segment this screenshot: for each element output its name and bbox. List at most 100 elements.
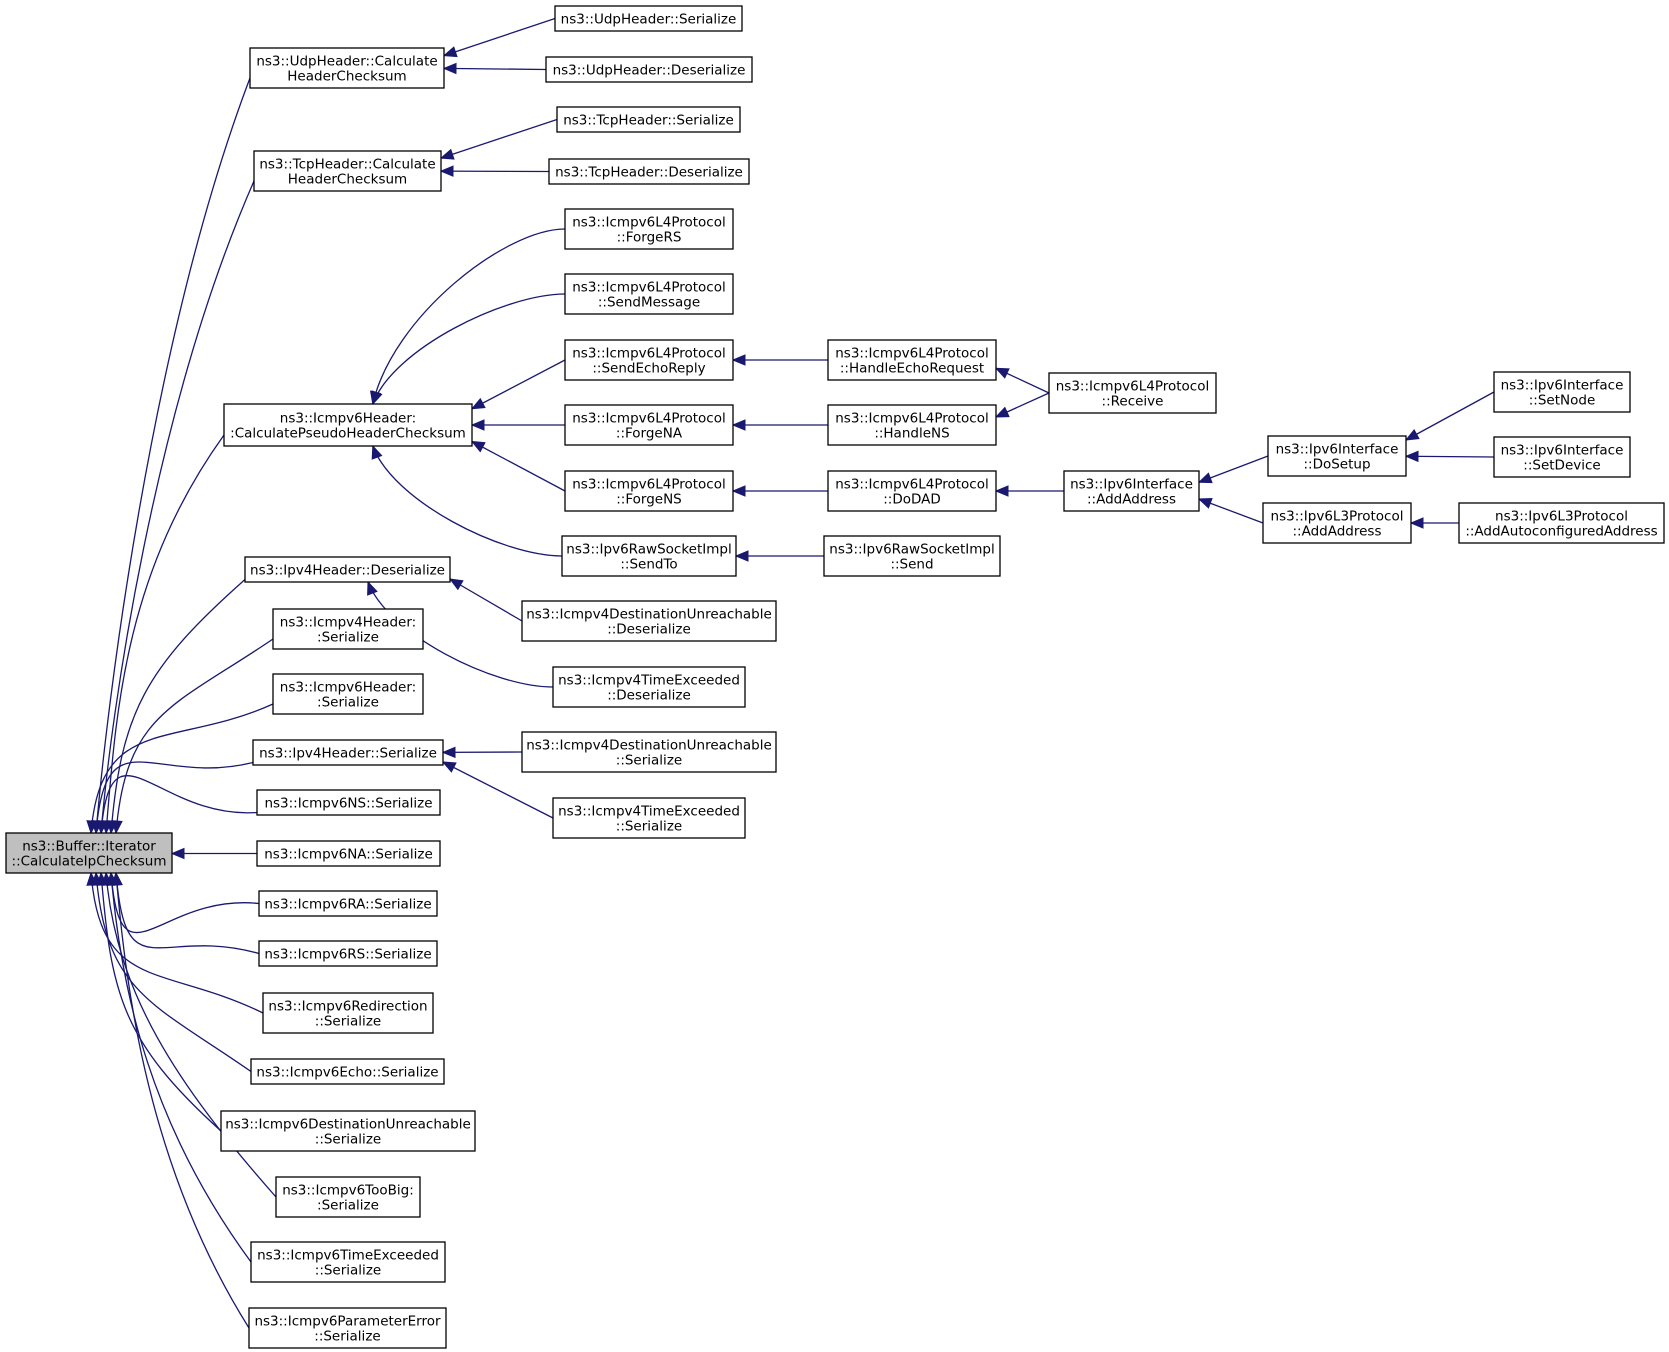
graph-node[interactable]: ns3::Icmpv4TimeExceeded::Serialize	[552, 797, 746, 839]
node-label: ::Send	[890, 557, 933, 573]
edge-line	[110, 872, 260, 934]
graph-edge	[1409, 517, 1459, 529]
graph-edge	[96, 180, 255, 835]
graph-node[interactable]: ns3::Icmpv4DestinationUnreachable::Seria…	[521, 731, 777, 773]
edge-line	[443, 67, 547, 71]
graph-node[interactable]: ns3::Ipv6Interface::SetNode	[1493, 371, 1631, 413]
edge-line	[440, 118, 558, 159]
graph-node[interactable]: ns3::Icmpv6Header::Serialize	[272, 673, 424, 715]
node-box	[256, 789, 441, 816]
edge-arrowhead	[439, 148, 455, 160]
node-box	[564, 404, 734, 446]
node-box	[262, 992, 434, 1034]
node-label: ns3::Icmpv6RA::Serialize	[264, 897, 431, 913]
graph-node[interactable]: ns3::Icmpv6L4Protocol::HandleNS	[827, 404, 997, 446]
node-box	[1267, 435, 1407, 477]
edge-line	[1405, 391, 1495, 441]
edge-line	[105, 434, 225, 834]
node-box	[823, 535, 1001, 577]
graph-node[interactable]: ns3::Icmpv6TooBig::Serialize	[275, 1176, 421, 1218]
graph-node[interactable]: ns3::Icmpv6Redirection::Serialize	[262, 992, 434, 1034]
node-label: ns3::Icmpv4TimeExceeded	[558, 673, 740, 689]
node-label: ns3::Icmpv6L4Protocol	[572, 411, 726, 427]
edge-line	[372, 293, 566, 405]
node-box	[1048, 372, 1217, 414]
graph-node[interactable]: ns3::Ipv6L3Protocol::AddAddress	[1262, 502, 1412, 544]
root-node-box	[5, 832, 173, 874]
graph-node[interactable]: ns3::Ipv6Interface::SetDevice	[1493, 436, 1631, 478]
edge-arrowhead	[1404, 428, 1420, 441]
graph-node[interactable]: ns3::Icmpv6L4Protocol::ForgeRS	[564, 208, 734, 250]
edge-line	[100, 872, 222, 1132]
graph-node[interactable]: ns3::Icmpv6L4Protocol::ForgeNA	[564, 404, 734, 446]
graph-node[interactable]: ns3::Ipv6Interface::AddAddress	[1063, 470, 1200, 512]
graph-node[interactable]: ns3::Icmpv6L4Protocol::DoDAD	[827, 470, 997, 512]
graph-node[interactable]: ns3::Icmpv6L4Protocol::SendMessage	[564, 273, 734, 315]
graph-node[interactable]: ns3::Icmpv6TimeExceeded::Serialize	[250, 1241, 446, 1283]
node-label: ns3::Icmpv6Redirection	[268, 999, 427, 1015]
edge-arrowhead	[367, 580, 378, 596]
graph-node[interactable]: ns3::TcpHeader::Serialize	[556, 106, 741, 133]
edge-line	[471, 359, 566, 410]
node-label: ns3::Ipv6RawSocketImpl	[829, 542, 994, 558]
graph-node[interactable]: ns3::UdpHeader::Deserialize	[545, 56, 753, 83]
graph-node[interactable]: ns3::Icmpv6NA::Serialize	[256, 840, 441, 867]
node-label: ::AddAutoconfiguredAddress	[1465, 524, 1657, 540]
graph-node[interactable]: ns3::Ipv6RawSocketImpl::Send	[823, 535, 1001, 577]
graph-node[interactable]: ns3::Icmpv4TimeExceeded::Deserialize	[552, 666, 746, 708]
graph-node[interactable]: ns3::Ipv4Header::Deserialize	[244, 556, 451, 583]
graph-node[interactable]: ns3::Icmpv6L4Protocol::HandleEchoRequest	[827, 339, 997, 381]
graph-node[interactable]: ns3::Icmpv6Echo::Serialize	[250, 1058, 445, 1085]
graph-edge	[439, 165, 550, 177]
node-label: ns3::Icmpv6L4Protocol	[572, 215, 726, 231]
edge-line	[95, 761, 254, 834]
node-label: ns3::Ipv6Interface	[1276, 442, 1399, 458]
edge-line	[372, 228, 566, 405]
node-label: ns3::Icmpv6L4Protocol	[835, 411, 989, 427]
graph-node[interactable]: ns3::Icmpv6DestinationUnreachable::Seria…	[220, 1110, 476, 1152]
node-box	[253, 150, 442, 192]
graph-node[interactable]: ns3::Icmpv6Header::CalculatePseudoHeader…	[223, 403, 473, 447]
graph-node[interactable]: ns3::Ipv6Interface::DoSetup	[1267, 435, 1407, 477]
node-box	[548, 158, 750, 185]
graph-node[interactable]: ns3::Ipv4Header::Serialize	[252, 739, 444, 766]
node-label: ::Serialize	[315, 1263, 381, 1279]
graph-node[interactable]: ns3::Icmpv6L4Protocol::SendEchoReply	[564, 339, 734, 381]
edge-arrowhead	[470, 440, 486, 453]
graph-edge	[442, 17, 556, 58]
graph-node[interactable]: ns3::Icmpv6ParameterError::Serialize	[248, 1307, 447, 1349]
edge-line	[110, 579, 246, 834]
node-label: :Serialize	[317, 1198, 379, 1214]
graph-node[interactable]: ns3::Ipv6RawSocketImpl::SendTo	[561, 535, 737, 577]
graph-node[interactable]: ns3::TcpHeader::Deserialize	[548, 158, 750, 185]
edge-arrowhead	[371, 390, 383, 406]
graph-node[interactable]: ns3::UdpHeader::Serialize	[554, 5, 743, 32]
node-label: ns3::UdpHeader::Serialize	[561, 12, 737, 28]
edge-arrowhead	[1197, 498, 1213, 509]
graph-node[interactable]: ns3::Icmpv6RA::Serialize	[258, 890, 438, 917]
graph-edge	[369, 228, 566, 406]
graph-node[interactable]: ns3::Icmpv6L4Protocol::Receive	[1048, 372, 1217, 414]
node-label: ns3::Icmpv6DestinationUnreachable	[225, 1117, 471, 1133]
graph-node[interactable]: ns3::Icmpv4Header::Serialize	[272, 608, 424, 650]
edge-arrowhead	[470, 419, 485, 431]
node-box	[272, 608, 424, 650]
edge-arrowhead	[994, 367, 1010, 379]
node-box	[223, 403, 473, 447]
node-label: ns3::Icmpv6L4Protocol	[1056, 379, 1210, 395]
node-label: ::ForgeNA	[616, 426, 683, 442]
graph-node[interactable]: ns3::Icmpv6L4Protocol::ForgeNS	[564, 470, 734, 512]
graph-node[interactable]: ns3::Icmpv6RS::Serialize	[258, 940, 438, 967]
graph-edge	[111, 638, 274, 835]
graph-node[interactable]: ns3::Icmpv6NS::Serialize	[256, 789, 441, 816]
node-label: ns3::Ipv6RawSocketImpl	[566, 542, 731, 558]
graph-node[interactable]: ns3::Ipv6L3Protocol::AddAutoconfiguredAd…	[1458, 502, 1665, 544]
node-box	[1262, 502, 1412, 544]
node-label: ::HandleNS	[874, 426, 949, 442]
node-box	[521, 600, 777, 642]
graph-node[interactable]: ns3::Buffer::Iterator::CalculateIpChecks…	[5, 832, 173, 874]
graph-node[interactable]: ns3::Icmpv4DestinationUnreachable::Deser…	[521, 600, 777, 642]
